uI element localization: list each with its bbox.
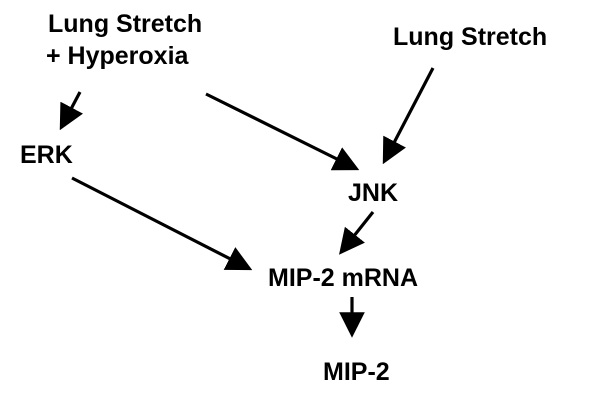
- arrow-stretch-hyperoxia-to-jnk: [205, 92, 360, 171]
- node-mip2-mrna: MIP-2 mRNA: [268, 264, 419, 292]
- node-lung-stretch-hyperoxia-line1: Lung Stretch: [48, 10, 203, 38]
- arrow-stretch-hyperoxia-to-erk: [59, 91, 84, 131]
- node-mip2: MIP-2: [323, 358, 390, 386]
- node-lung-stretch-hyperoxia: Lung Stretch + Hyperoxia: [46, 8, 203, 72]
- node-erk: ERK: [20, 141, 73, 169]
- node-lung-stretch-hyperoxia-line2: + Hyperoxia: [46, 42, 189, 70]
- node-jnk: JNK: [348, 179, 399, 207]
- arrow-erk-to-mip2-mrna: [71, 176, 253, 271]
- arrow-jnk-to-mip2-mrna: [339, 211, 375, 255]
- node-lung-stretch: Lung Stretch: [393, 23, 548, 51]
- arrow-stretch-to-jnk: [382, 67, 435, 165]
